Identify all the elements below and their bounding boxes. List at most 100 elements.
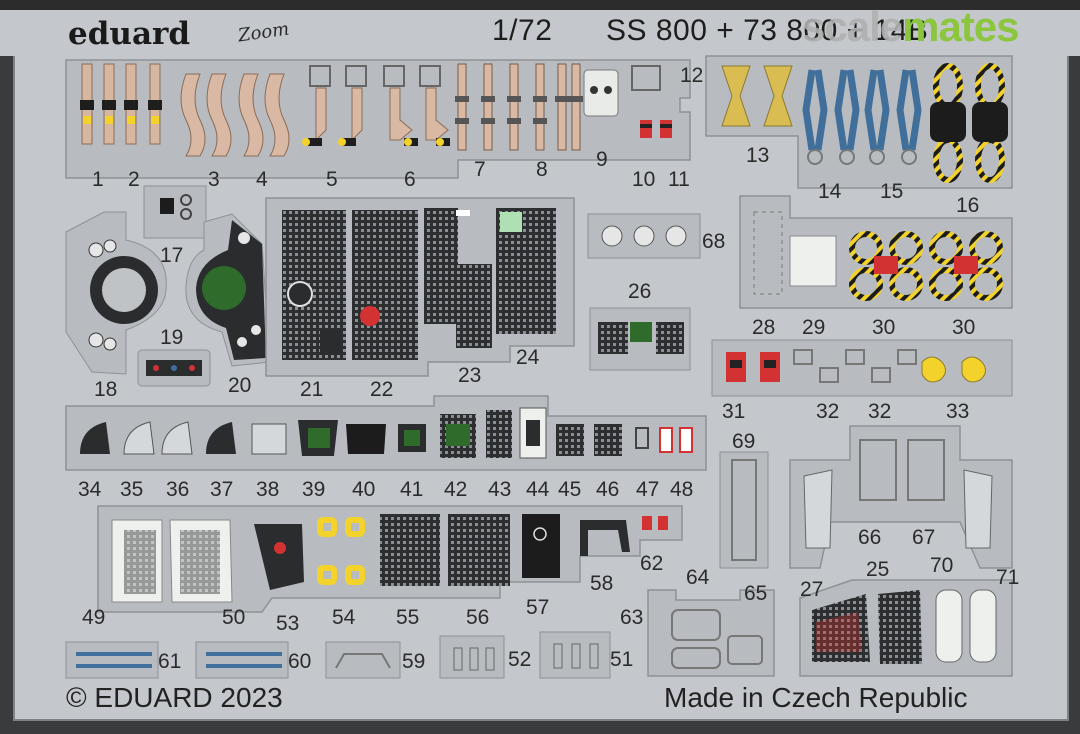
part-number: 57 [526,596,549,619]
part-number: 13 [746,144,769,167]
scalemates-watermark: scalemates [802,3,1020,51]
part-number: 64 [686,566,710,589]
part-number: 50 [222,606,245,629]
copyright: © EDUARD 2023 [66,682,283,713]
part-60 [195,641,289,679]
part-number: 2 [128,168,140,191]
part-number: 30 [952,316,975,339]
part-49-58-strip [97,505,683,613]
part-number: 15 [880,180,903,203]
part-7-8-straps [457,63,581,151]
part-number: 63 [620,606,643,629]
part-number: 47 [636,478,659,501]
part-number: 37 [210,478,233,501]
part-number: 32 [816,400,839,423]
part-number: 46 [596,478,619,501]
part-34-48-strip [65,395,707,471]
part-number: 38 [256,478,279,501]
part-51 [539,631,611,679]
part-number: 52 [508,648,531,671]
part-number: 21 [300,378,323,401]
part-31-33-buckles [711,339,1013,397]
part-number: 33 [946,400,969,423]
part-number: 58 [590,572,613,595]
part-number: 41 [400,478,423,501]
set-code: SS 800 + 73 800 + 14B [606,14,929,47]
part-number: 69 [732,430,755,453]
part-69 [719,451,769,569]
part-number: 61 [158,650,181,673]
part-number: 53 [276,612,299,635]
part-number: 39 [302,478,325,501]
part-20-panel [185,213,271,367]
part-25-27-70-71 [799,579,1013,677]
part-number: 4 [256,168,268,191]
part-number: 3 [208,168,220,191]
part-number: 66 [858,526,881,549]
part-number: 10 [632,168,655,191]
part-number: 70 [930,554,953,577]
part-number: 34 [78,478,102,501]
part-number: 36 [166,478,189,501]
part-number: 20 [228,374,251,397]
part-number: 6 [404,168,416,191]
part-number: 71 [996,566,1019,589]
part-3-4-belts [180,73,290,157]
part-number: 54 [332,606,356,629]
part-number: 1 [92,168,104,191]
part-12 [631,65,661,91]
part-28-30-harness [739,195,1013,309]
part-number: 45 [558,478,581,501]
part-number: 60 [288,650,311,673]
part-number: 24 [516,346,540,369]
part-number: 27 [800,578,823,601]
part-number: 55 [396,606,419,629]
part-number: 43 [488,478,511,501]
part-number: 16 [956,194,979,217]
part-number: 17 [160,244,183,267]
part-number: 42 [444,478,467,501]
part-number: 22 [370,378,393,401]
part-1-2-belts [65,59,691,179]
part-number: 8 [536,158,548,181]
watermark-part-1: scale [802,3,903,50]
part-number: 48 [670,478,693,501]
part-number: 29 [802,316,825,339]
part-number: 25 [866,558,889,581]
part-number: 12 [680,64,703,87]
part-number: 49 [82,606,105,629]
part-59 [325,641,401,679]
eduard-logo: eduard [68,16,191,52]
part-number: 35 [120,478,143,501]
scale-label: 1/72 [492,14,553,47]
part-number: 18 [94,378,117,401]
part-number: 26 [628,280,651,303]
part-number: 67 [912,526,935,549]
part-number: 51 [610,648,633,671]
part-21-24-instrument-panel [265,197,575,377]
part-number: 11 [668,168,690,191]
part-number: 7 [474,158,486,181]
part-number: 14 [818,180,842,203]
watermark-part-2: mates [902,3,1019,50]
part-number: 68 [702,230,725,253]
part-61 [65,641,159,679]
part-13-16-harness [705,55,1013,189]
part-number: 30 [872,316,895,339]
part-number: 28 [752,316,775,339]
part-number: 56 [466,606,489,629]
part-number: 40 [352,478,375,501]
part-9-box [583,69,619,117]
part-number: 5 [326,168,338,191]
part-number: 32 [868,400,891,423]
part-number: 23 [458,364,481,387]
part-number: 65 [744,582,767,605]
origin-label: Made in Czech Republic [664,682,968,713]
part-17 [143,185,207,239]
part-number: 31 [722,400,745,423]
part-10-11-lights [640,120,672,138]
part-52 [439,635,505,679]
part-number: 59 [402,650,425,673]
